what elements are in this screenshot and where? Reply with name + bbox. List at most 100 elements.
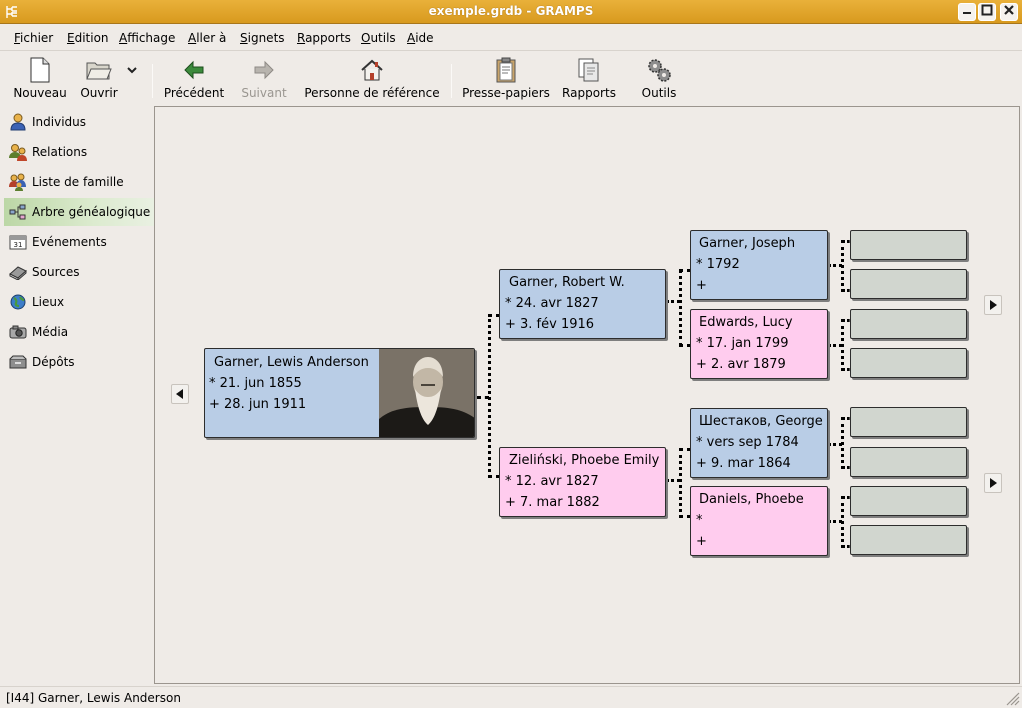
close-button[interactable] xyxy=(1000,3,1018,21)
empty-person-box[interactable] xyxy=(850,525,967,555)
sidebar-item-sources[interactable]: Sources xyxy=(4,258,154,286)
person-death: + xyxy=(696,534,707,549)
person-birth: * 12. avr 1827 xyxy=(505,474,599,489)
connector-line xyxy=(680,515,690,518)
tools-button[interactable]: Outils xyxy=(638,56,680,102)
connector-line xyxy=(828,344,842,347)
person-photo xyxy=(379,349,474,437)
open-recent-dropdown[interactable] xyxy=(124,56,140,102)
person-name: Daniels, Phoebe xyxy=(699,492,804,507)
person-box-paternal-grandmother[interactable]: Edwards, Lucy * 17. jan 1799 + 2. avr 18… xyxy=(690,309,828,379)
person-birth: * 1792 xyxy=(696,257,740,272)
empty-person-box[interactable] xyxy=(850,230,967,260)
menu-outils[interactable]: Outils xyxy=(361,31,396,45)
person-box-mother[interactable]: Zieliński, Phoebe Emily * 12. avr 1827 +… xyxy=(499,447,666,517)
connector-line xyxy=(828,443,842,446)
empty-person-box[interactable] xyxy=(850,447,967,477)
connector-line xyxy=(842,319,850,322)
forward-button[interactable]: Suivant xyxy=(238,56,290,102)
empty-person-box[interactable] xyxy=(850,348,967,378)
connector-line xyxy=(680,448,690,451)
connector-line xyxy=(680,269,690,272)
person-death: + 9. mar 1864 xyxy=(696,456,791,471)
home-icon xyxy=(300,56,444,84)
navigate-ancestors-mother-button[interactable] xyxy=(984,473,1002,493)
sidebar-item-label: Sources xyxy=(32,265,80,279)
maximize-button[interactable] xyxy=(978,3,996,21)
status-bar: [I44] Garner, Lewis Anderson xyxy=(0,686,1022,708)
menu-rapports[interactable]: Rapports xyxy=(297,31,351,45)
person-birth: * 17. jan 1799 xyxy=(696,336,789,351)
person-box-maternal-grandfather[interactable]: Шестаков, George * vers sep 1784 + 9. ma… xyxy=(690,408,828,478)
person-box-paternal-grandfather[interactable]: Garner, Joseph * 1792 + xyxy=(690,230,828,300)
reports-button[interactable]: Rapports xyxy=(560,56,618,102)
navigate-ancestors-father-button[interactable] xyxy=(984,295,1002,315)
person-name: Garner, Lewis Anderson xyxy=(214,355,369,370)
home-person-button[interactable]: Personne de référence xyxy=(300,56,444,102)
svg-text:31: 31 xyxy=(14,241,23,249)
status-text: [I44] Garner, Lewis Anderson xyxy=(6,691,181,705)
empty-person-box[interactable] xyxy=(850,407,967,437)
connector-line xyxy=(828,264,842,267)
menu-affichage[interactable]: Affichage xyxy=(119,31,176,45)
connector-line xyxy=(841,319,844,371)
toolbar: Nouveau Ouvrir Précédent Suivant Personn… xyxy=(0,52,1022,104)
person-box-maternal-grandmother[interactable]: Daniels, Phoebe * + xyxy=(690,486,828,556)
new-button[interactable]: Nouveau xyxy=(10,56,70,102)
sidebar-item-arbre-genealogique[interactable]: Arbre généalogique xyxy=(4,198,154,226)
minimize-button[interactable] xyxy=(958,3,976,21)
person-box-father[interactable]: Garner, Robert W. * 24. avr 1827 + 3. fé… xyxy=(499,269,666,339)
sidebar-item-relations[interactable]: Relations xyxy=(4,138,154,166)
menu-fichier[interactable]: Fichier xyxy=(14,31,54,45)
connector-line xyxy=(842,240,850,243)
back-button[interactable]: Précédent xyxy=(160,56,228,102)
person-name: Edwards, Lucy xyxy=(699,315,793,330)
camera-icon xyxy=(9,323,27,341)
globe-icon xyxy=(9,293,27,311)
arrow-right-icon xyxy=(238,56,290,84)
sidebar-item-evenements[interactable]: 31 Evénements xyxy=(4,228,154,256)
connector-line xyxy=(666,479,680,482)
connector-line xyxy=(489,475,499,478)
person-death: + 7. mar 1882 xyxy=(505,495,600,510)
connector-line xyxy=(842,417,850,420)
menu-aide[interactable]: Aide xyxy=(407,31,434,45)
person-name: Zieliński, Phoebe Emily xyxy=(509,453,660,468)
menu-aller-a[interactable]: Aller à xyxy=(188,31,227,45)
person-birth: * 21. jun 1855 xyxy=(209,376,302,391)
repository-icon xyxy=(9,353,27,371)
navigate-child-button[interactable] xyxy=(171,384,189,404)
window-title: exemple.grdb - GRAMPS xyxy=(428,4,594,18)
connector-line xyxy=(842,545,850,548)
person-box-root[interactable]: Garner, Lewis Anderson * 21. jun 1855 + … xyxy=(204,348,475,438)
sidebar-item-lieux[interactable]: Lieux xyxy=(4,288,154,316)
resize-grip-icon[interactable] xyxy=(1004,690,1020,706)
empty-person-box[interactable] xyxy=(850,269,967,299)
sidebar-item-label: Média xyxy=(32,325,69,339)
sidebar: Individus Relations Liste de famille Arb… xyxy=(4,106,154,378)
open-button[interactable]: Ouvrir xyxy=(76,56,122,102)
sidebar-item-label: Individus xyxy=(32,115,87,129)
gears-icon xyxy=(638,56,680,84)
new-document-icon xyxy=(10,56,70,84)
menu-edition[interactable]: Edition xyxy=(67,31,109,45)
reports-icon xyxy=(560,56,618,84)
calendar-icon: 31 xyxy=(9,233,27,251)
connector-line xyxy=(666,300,680,303)
menu-signets[interactable]: Signets xyxy=(240,31,285,45)
gramps-app-icon[interactable] xyxy=(4,4,20,20)
connector-line xyxy=(842,289,850,292)
family-list-icon xyxy=(9,173,27,191)
sidebar-item-liste-de-famille[interactable]: Liste de famille xyxy=(4,168,154,196)
person-birth: * xyxy=(696,513,703,528)
arrow-left-icon xyxy=(160,56,228,84)
clipboard-button[interactable]: Presse-papiers xyxy=(460,56,552,102)
title-bar: exemple.grdb - GRAMPS xyxy=(0,0,1022,24)
person-death: + 28. jun 1911 xyxy=(209,397,307,412)
sidebar-item-media[interactable]: Média xyxy=(4,318,154,346)
sidebar-item-depots[interactable]: Dépôts xyxy=(4,348,154,376)
menu-bar: Fichier Edition Affichage Aller à Signet… xyxy=(0,25,1022,51)
empty-person-box[interactable] xyxy=(850,309,967,339)
sidebar-item-individus[interactable]: Individus xyxy=(4,108,154,136)
empty-person-box[interactable] xyxy=(850,486,967,516)
